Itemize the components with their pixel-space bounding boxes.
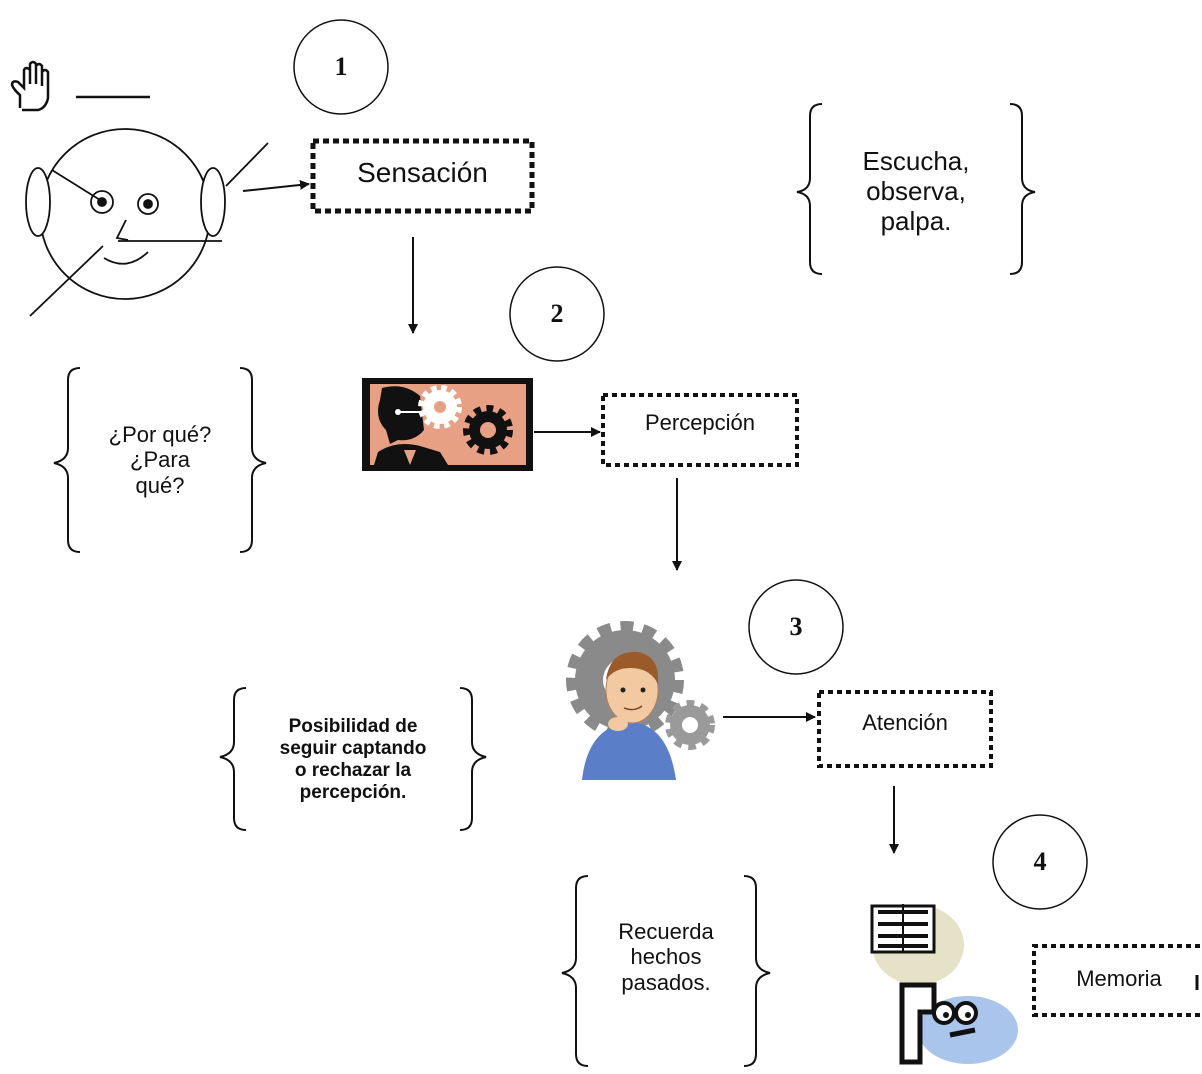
brace-left-sensation [796, 103, 823, 275]
professor-thinking-gears-icon [362, 378, 533, 471]
step-1-number: 1 [334, 52, 348, 81]
note-memory: Recuerda hechos pasados. [588, 900, 744, 1014]
note-perception: ¿Por qué? ¿Para qué? [80, 402, 240, 518]
face-senses-icon [25, 128, 269, 317]
step-4-number: 4 [1033, 847, 1047, 876]
brace-right-memory [743, 875, 771, 1067]
memory-label: Memoria [1076, 966, 1162, 991]
note-memory-line-2: hechos [630, 944, 702, 970]
note-memory-line-3: pasados. [621, 969, 711, 995]
note-sensation: Escucha, observa, palpa. [822, 130, 1010, 254]
brace-right-perception [239, 367, 267, 553]
note-attention-line-4: percepción. [299, 781, 407, 803]
step-3-number: 3 [789, 612, 803, 641]
note-perception-line-3: qué? [135, 472, 185, 498]
brace-right-attention [459, 687, 487, 831]
brace-left-attention [219, 687, 247, 831]
reader-book-icon [870, 904, 1018, 1065]
brace-left-memory [561, 875, 589, 1067]
note-attention-line-2: seguir captando [279, 738, 427, 760]
step-2-circle [509, 266, 605, 362]
sensation-box [310, 138, 535, 214]
step-3-circle [748, 579, 844, 675]
person-gears-icon [566, 621, 715, 780]
step-4-circle [992, 814, 1088, 910]
step-1-circle [293, 19, 389, 115]
step-2-number: 2 [550, 299, 564, 328]
note-sensation-line-1: Escucha, [862, 146, 970, 177]
note-perception-line-1: ¿Por qué? [108, 422, 212, 448]
attention-label: Atención [862, 710, 948, 735]
arrow-face-to-sensation [242, 179, 310, 192]
brace-left-perception [53, 367, 81, 553]
brace-right-sensation [1009, 103, 1036, 275]
note-sensation-line-2: observa, [866, 176, 966, 207]
note-attention: Posibilidad de seguir captando o rechaza… [246, 700, 460, 820]
sensation-label: Sensación [357, 157, 488, 188]
note-attention-line-3: o rechazar la [294, 760, 412, 781]
note-attention-line-1: Posibilidad de [288, 716, 418, 738]
memory-box [1032, 944, 1200, 1017]
attention-box [817, 690, 993, 768]
note-memory-line-1: Recuerda [618, 919, 714, 945]
note-perception-line-2: ¿Para [130, 447, 190, 473]
perception-box [601, 393, 799, 467]
hand-icon [10, 60, 150, 112]
perception-label: Percepción [644, 410, 756, 435]
note-sensation-line-3: palpa. [880, 205, 952, 236]
